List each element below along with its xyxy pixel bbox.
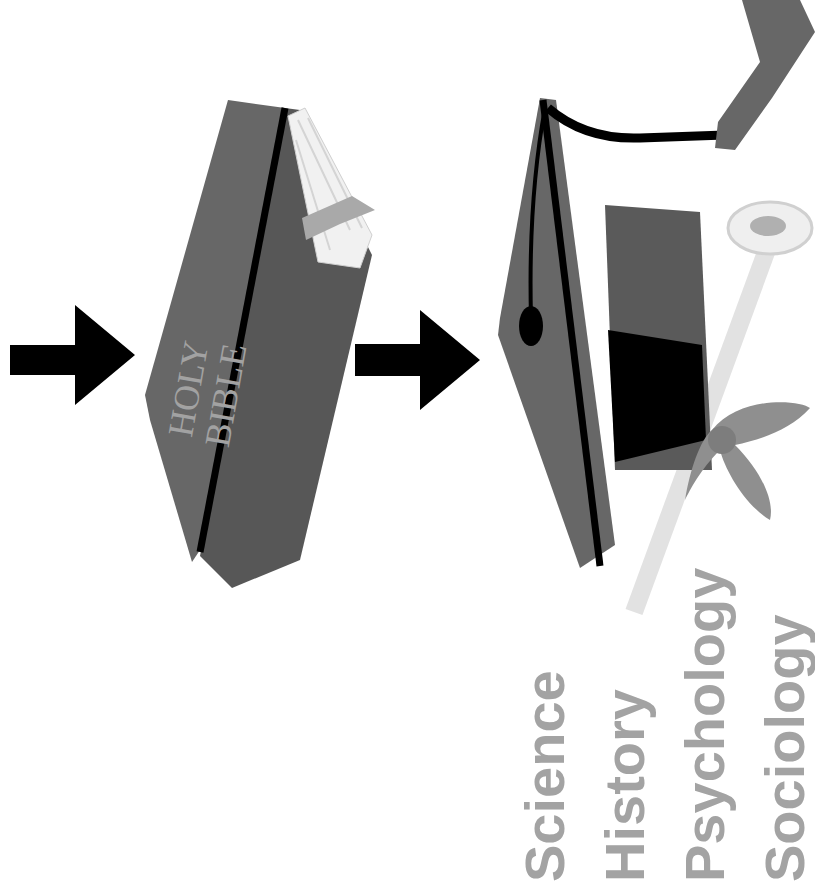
- graduation-cap: ScienceHistoryPsychologySociology: [495, 0, 815, 890]
- bow-knot: [708, 426, 736, 454]
- cap-board: [498, 98, 615, 568]
- board-edge: [543, 100, 600, 566]
- subject-name: Psychology: [665, 542, 745, 882]
- subject-list: ScienceHistoryPsychologySociology: [505, 542, 815, 882]
- diploma-hole: [750, 216, 786, 236]
- cap-crown: [605, 205, 712, 470]
- entry-arrow: [10, 305, 135, 405]
- cap-button: [519, 306, 543, 346]
- subject-name: Sociology: [745, 542, 815, 882]
- book-pages: [288, 108, 372, 268]
- subject-name: Science: [505, 542, 585, 882]
- tassel: [715, 0, 815, 150]
- flow-arrow: [355, 310, 480, 410]
- tassel-string: [548, 108, 725, 138]
- subject-name: History: [585, 542, 665, 882]
- cap-band: [608, 330, 706, 462]
- cover-edge: [200, 108, 285, 552]
- book-cover: [145, 100, 285, 562]
- bookmark-ribbon: [302, 196, 375, 240]
- diploma-end: [728, 202, 812, 254]
- ribbon-bow: [685, 402, 810, 520]
- bible-book: HOLY BIBLE: [145, 110, 355, 610]
- tassel-cord: [531, 108, 545, 318]
